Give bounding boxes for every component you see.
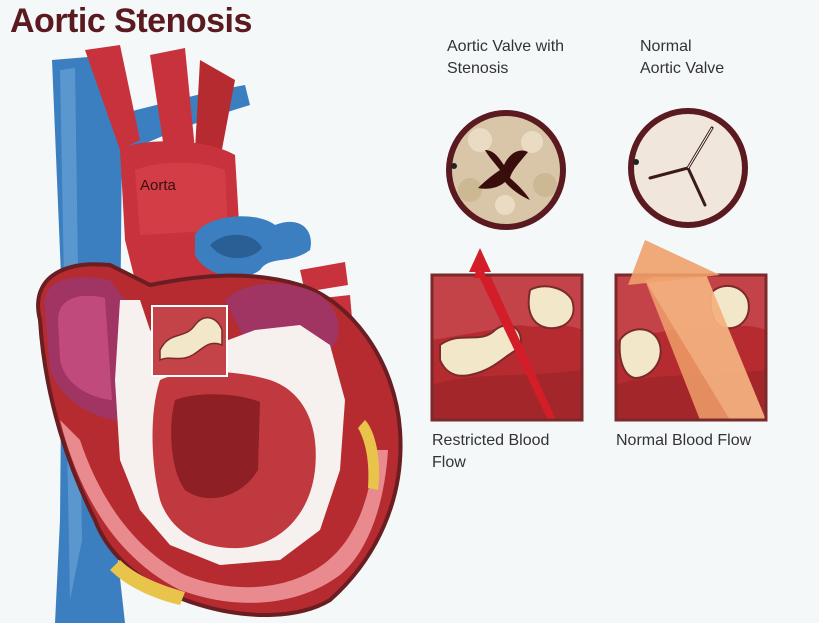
aorta-label: Aorta [140, 177, 177, 194]
normal-valve-label: Normal Aortic Valve [640, 36, 724, 80]
stenosis-valve-label: Aortic Valve with Stenosis [447, 36, 564, 80]
normal-valve-circle [628, 108, 748, 228]
narrowed-valve-opening [478, 150, 530, 200]
aortic-arch-branches [85, 45, 140, 150]
heart-illustration [36, 45, 403, 623]
normal-flow-label-line1: Normal Blood Flow [616, 432, 752, 449]
restricted-flow-label-line2: Flow [432, 454, 466, 471]
stenosis-valve-circle [446, 110, 566, 230]
normal-valve-label-line1: Normal [640, 38, 692, 55]
stenosis-valve-label-line2: Stenosis [447, 60, 509, 77]
restricted-flow-panel [430, 273, 584, 422]
page-title: Aortic Stenosis [10, 2, 252, 40]
stenosis-valve-label-line1: Aortic Valve with [447, 38, 565, 55]
restricted-flow-label: Restricted Blood Flow [432, 430, 549, 474]
normal-valve-label-line2: Aortic Valve [640, 60, 725, 77]
normal-flow-panel [614, 273, 768, 422]
normal-flow-label: Normal Blood Flow [616, 430, 751, 452]
restricted-flow-arrow [478, 275, 556, 420]
restricted-flow-label-line1: Restricted Blood [432, 432, 550, 449]
